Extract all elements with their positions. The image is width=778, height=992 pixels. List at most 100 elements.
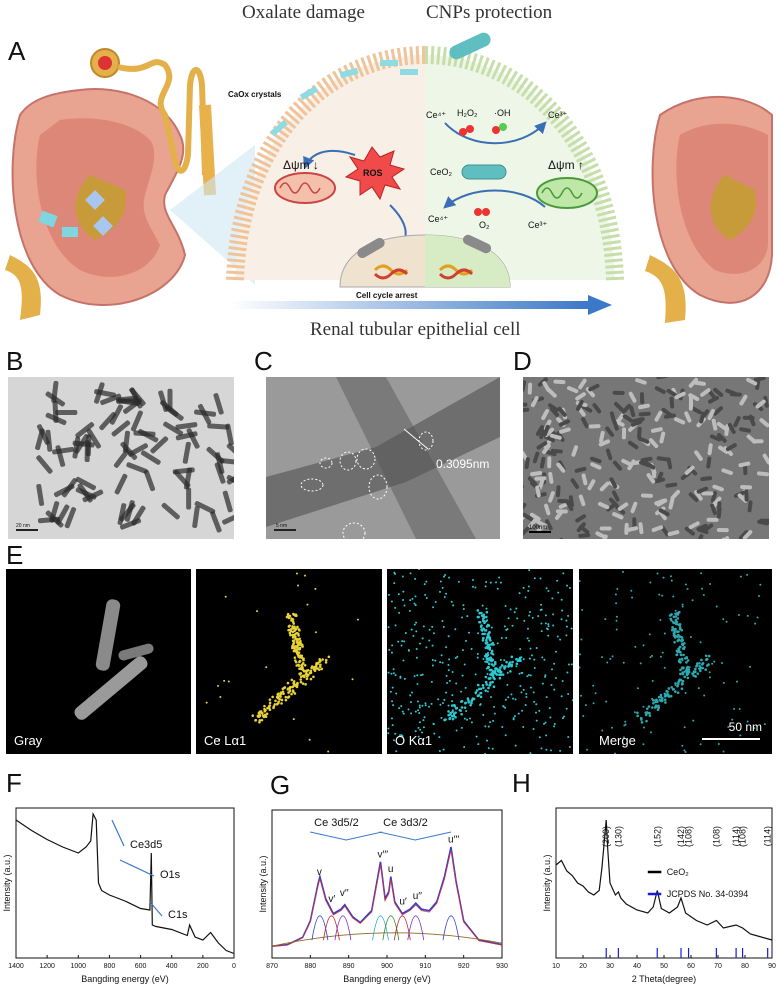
nanorod-mark [52, 446, 75, 455]
edx-dot [699, 666, 703, 670]
edx-dot [715, 605, 718, 608]
edx-dot [499, 581, 502, 584]
cell-cycle-nucleus-icon [339, 234, 511, 288]
edx-dot [291, 633, 295, 637]
edx-dot [301, 668, 305, 672]
nanorod-mark [213, 393, 224, 415]
edx-dot [485, 654, 489, 657]
edx-dot [267, 706, 271, 710]
nanorod-mark [75, 476, 96, 491]
edx-dot [407, 708, 410, 711]
edx-dot [258, 714, 261, 718]
edx-dot [447, 710, 450, 713]
edx-dot [541, 682, 544, 685]
plot-frame [15, 807, 235, 959]
edx-dot [422, 719, 425, 722]
panel-label-f: F [6, 768, 22, 798]
edx-dot [514, 698, 517, 701]
edx-dot [276, 695, 280, 698]
edx-dot [539, 609, 542, 612]
edx-dot [303, 663, 307, 667]
edx-dot [676, 691, 680, 694]
edx-dot [445, 592, 448, 595]
nanorod-mark [192, 506, 200, 528]
sem-grain-mark [659, 431, 666, 444]
edx-dot [702, 594, 705, 597]
edx-dot [528, 639, 531, 642]
edx-dot [624, 723, 627, 726]
nanorod-mark [53, 484, 75, 498]
edx-dot [502, 705, 505, 708]
x-tick-label: 50 [660, 963, 668, 970]
edx-dot [515, 665, 518, 668]
sem-grain-mark [744, 489, 749, 502]
sem-grain-mark [717, 501, 722, 514]
mitochondrion-healthy-icon [536, 177, 598, 209]
nanorod-mark [140, 450, 161, 465]
edx-dot [403, 677, 406, 680]
nanorod-mark [36, 483, 45, 506]
edx-dot [685, 673, 689, 677]
caox-crystals-label: CaOx crystals [228, 90, 282, 99]
sem-grain-mark [548, 491, 555, 503]
peak-label: v′ [328, 894, 335, 905]
edx-dot [306, 673, 310, 677]
sem-grain-mark [612, 390, 625, 396]
reflection-label: (130) [613, 826, 623, 847]
panel-label-h: H [512, 768, 531, 798]
edx-dot [489, 581, 492, 584]
edx-dot [425, 646, 428, 649]
edx-dot [648, 711, 651, 715]
edx-dot [484, 725, 487, 728]
edx-dot [500, 664, 504, 667]
edx-dot [304, 683, 307, 686]
edx-dot [544, 675, 547, 678]
edx-dot [484, 675, 488, 679]
edx-dot [274, 699, 277, 703]
nanorod-mark [130, 410, 143, 432]
sem-grain-mark [716, 528, 729, 533]
peak-label: u′′′ [448, 835, 459, 846]
edx-gray-image: Gray [6, 569, 191, 754]
edx-dot [454, 715, 457, 719]
edx-dot [414, 710, 417, 713]
edx-dot [312, 668, 316, 671]
edx-dot [484, 689, 488, 692]
edx-dot [520, 671, 523, 674]
edx-dot [391, 686, 394, 689]
sem-grain-mark [733, 416, 741, 428]
edx-dot [677, 648, 681, 652]
edx-dot [682, 641, 686, 645]
edx-dot [387, 727, 390, 730]
edx-merge-map: Merge 50 nm [579, 569, 772, 754]
sem-grain-mark [716, 421, 728, 431]
edx-dot [421, 704, 424, 707]
peak-label: u′ [399, 897, 407, 908]
sem-grain-mark [646, 473, 656, 484]
edx-o-label: O Kα1 [395, 733, 433, 748]
sem-grain-mark [666, 388, 678, 398]
edx-dot [281, 690, 285, 693]
sem-grain-mark [612, 460, 623, 471]
edx-dot [486, 619, 489, 622]
ceo2-rod-icon [461, 164, 507, 180]
edx-dot [268, 698, 272, 701]
edx-dot [314, 631, 317, 634]
edx-dot [413, 623, 416, 626]
edx-dot [356, 618, 359, 621]
edx-dot [297, 584, 300, 587]
scale-bar-c [274, 529, 296, 531]
edx-dot [678, 624, 682, 627]
edx-dot [649, 731, 652, 734]
edx-dot [689, 635, 692, 638]
edx-dot [526, 675, 529, 678]
edx-dot [668, 614, 672, 617]
edx-dot [464, 701, 468, 705]
sem-grain-mark [599, 481, 610, 492]
edx-dot [464, 686, 467, 689]
edx-dot [480, 629, 484, 632]
sem-grain-mark [628, 391, 637, 403]
edx-dot [541, 656, 544, 659]
edx-dot [417, 726, 420, 729]
